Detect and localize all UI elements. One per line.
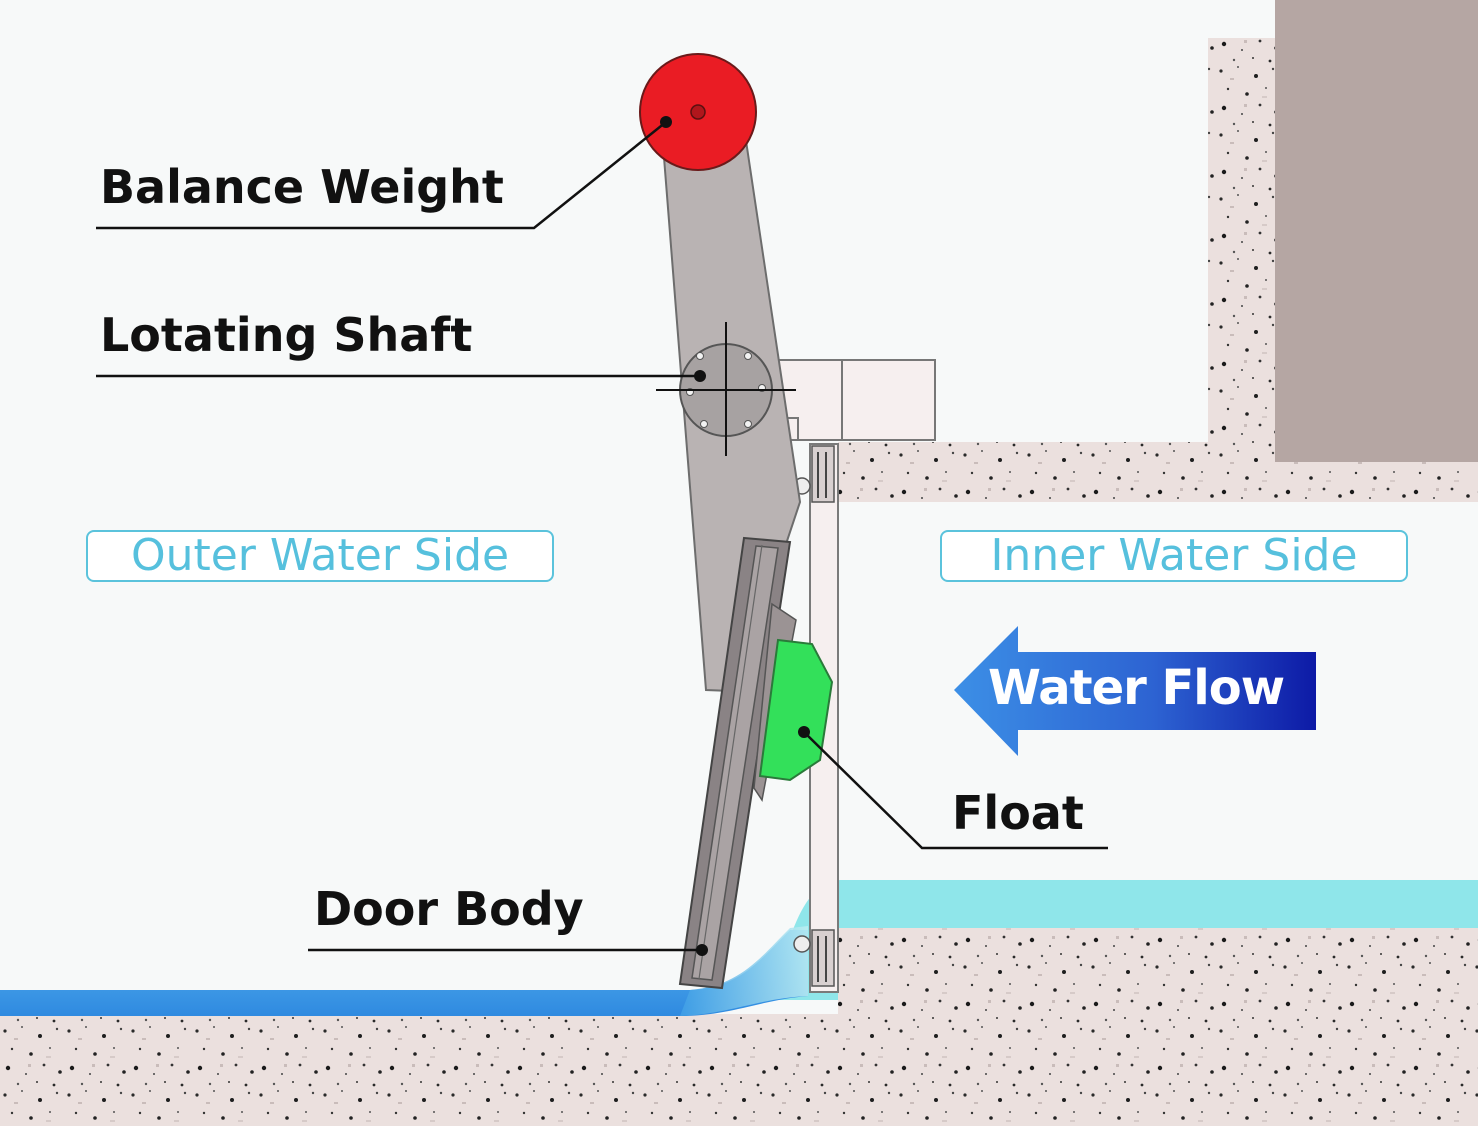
leader-dots <box>660 116 810 956</box>
arrow-left-icon <box>954 626 1316 756</box>
float-body <box>758 638 834 782</box>
leader-lines <box>96 121 1108 952</box>
outer-water <box>0 930 808 1016</box>
label-inner-water-side: Inner Water Side <box>940 530 1408 582</box>
rotating-shaft <box>656 322 796 456</box>
upper-wall <box>1275 0 1478 462</box>
float-leader <box>803 731 1108 850</box>
label-balance-weight: Balance Weight <box>100 160 504 214</box>
balance-weight <box>639 53 757 171</box>
balance-weight-leader <box>96 121 667 230</box>
label-rotating-shaft: Lotating Shaft <box>100 308 473 362</box>
inner-water <box>770 880 1478 1000</box>
label-outer-water-side: Outer Water Side <box>86 530 554 582</box>
label-door-body: Door Body <box>314 882 584 936</box>
water-slope <box>680 926 808 1016</box>
label-float: Float <box>952 786 1084 840</box>
label-water-flow: Water Flow <box>988 660 1285 716</box>
